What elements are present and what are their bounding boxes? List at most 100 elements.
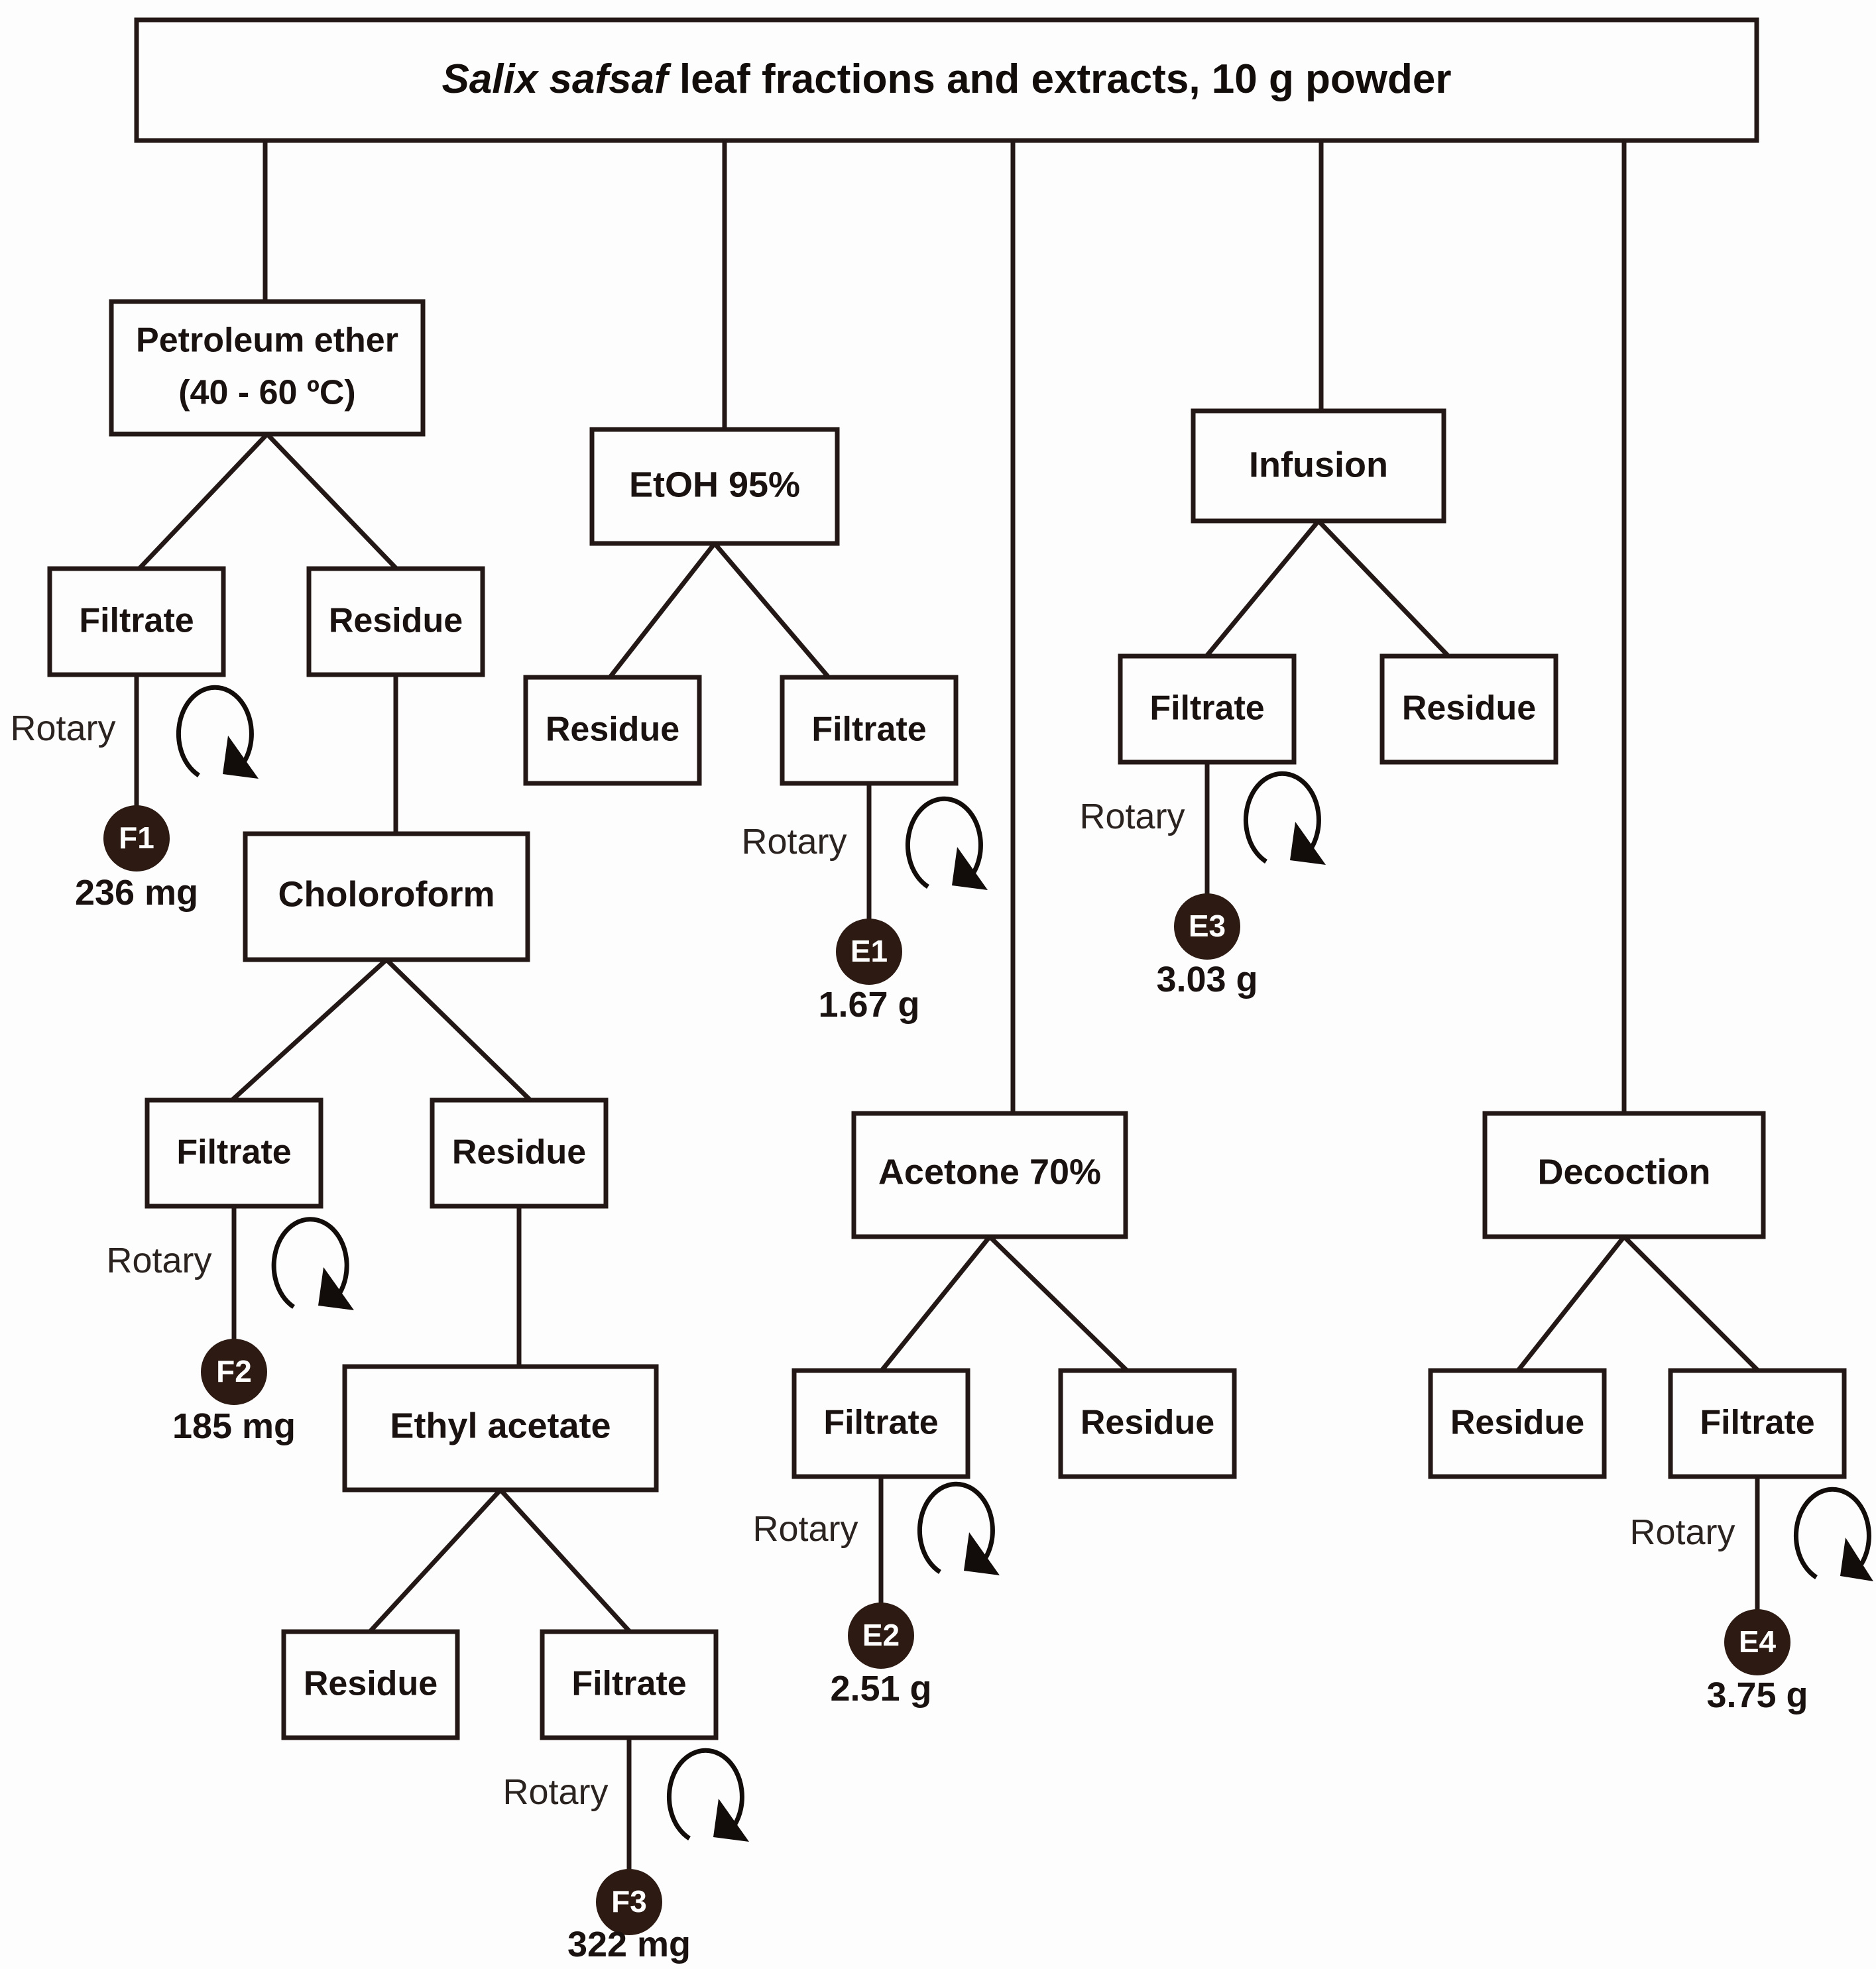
box-ethyl-acetate (342, 1364, 659, 1492)
rotary-label-e2: Rotary (752, 1509, 858, 1549)
box-decoction-residue (1428, 1368, 1607, 1479)
connector-choloroform-to-filtrate (230, 958, 388, 1102)
box-chl-residue-label: Residue (452, 1133, 586, 1172)
node-circle-f3 (596, 1869, 662, 1935)
box-ea-residue (281, 1629, 460, 1740)
rotary-arrowhead-f1 (223, 736, 259, 779)
title-species: Salix safsaf (441, 56, 672, 102)
box-acetone-filtrate-label: Filtrate (823, 1404, 938, 1442)
rotary-arc-f2 (271, 1217, 349, 1309)
box-chl-filtrate-label: Filtrate (176, 1133, 291, 1172)
box-decoction-label: Decoction (1537, 1152, 1710, 1192)
connector-petroleum-to-filtrate (137, 432, 269, 571)
rotary-label-e1: Rotary (741, 822, 847, 862)
connector-infusion-to-filtrate (1204, 519, 1320, 658)
rotary-arc-f1 (176, 685, 254, 777)
box-etoh (589, 427, 840, 546)
rotary-arc-e1 (905, 796, 983, 889)
product-f2: Rotary F2 185 mg (106, 1206, 354, 1446)
box-infusion-filtrate (1118, 653, 1297, 765)
connector-infusion-to-residue (1317, 519, 1450, 658)
box-etoh-residue (523, 675, 702, 786)
rotary-arrowhead-f2 (318, 1267, 354, 1310)
node-circle-e4 (1724, 1609, 1790, 1675)
node-circle-e1 (836, 919, 902, 985)
node-code-f3: F3 (611, 1884, 647, 1919)
rotary-arrowhead-e2 (964, 1532, 1000, 1575)
product-e4: Rotary E4 3.75 g (1629, 1477, 1873, 1715)
connector-petroleum-to-residue (265, 432, 398, 571)
connector-decoction-to-residue (1516, 1235, 1626, 1373)
connector-etoh-to-residue (608, 541, 717, 679)
rotary-arc-f3 (666, 1748, 744, 1840)
branch-acetone: Acetone 70% Filtrate Residue (791, 1111, 1237, 1479)
box-infusion-residue-label: Residue (1402, 689, 1536, 728)
rotary-arrowhead-e1 (952, 847, 988, 890)
box-pe-filtrate-label: Filtrate (79, 602, 194, 640)
box-petroleum-ether-label-line1: Petroleum ether (136, 321, 398, 360)
box-pe-residue (306, 566, 485, 677)
node-code-e2: E2 (862, 1618, 900, 1652)
node-code-e1: E1 (850, 934, 888, 968)
rotary-label-f2: Rotary (106, 1241, 211, 1280)
branch-etoh: EtOH 95% Residue Filtrate (523, 427, 959, 786)
node-circle-e2 (848, 1603, 914, 1669)
box-infusion-label: Infusion (1249, 445, 1388, 484)
node-code-e3: E3 (1189, 909, 1226, 943)
box-etoh-filtrate-label: Filtrate (811, 710, 926, 749)
branch-choloroform: Choloroform Filtrate Residue (145, 675, 609, 1209)
yield-f2: 185 mg (172, 1406, 296, 1446)
box-pe-filtrate (47, 566, 226, 677)
product-f1: Rotary F1 236 mg (10, 675, 259, 913)
connector-decoction-to-filtrate (1622, 1235, 1760, 1373)
node-circle-e3 (1174, 893, 1240, 960)
box-chl-residue (430, 1097, 609, 1209)
box-decoction-residue-label: Residue (1450, 1404, 1584, 1442)
yield-f1: 236 mg (75, 873, 198, 913)
product-e3: Rotary E3 3.03 g (1079, 762, 1326, 999)
product-e1: Rotary E1 1.67 g (741, 783, 988, 1025)
yield-e4: 3.75 g (1706, 1675, 1808, 1715)
yield-e3: 3.03 g (1156, 960, 1258, 999)
box-ea-filtrate-label: Filtrate (571, 1665, 686, 1703)
box-ea-residue-label: Residue (304, 1665, 438, 1703)
box-decoction-filtrate-label: Filtrate (1700, 1404, 1814, 1442)
box-infusion (1191, 408, 1446, 524)
box-acetone-label: Acetone 70% (878, 1152, 1101, 1192)
rotary-arrowhead-e4 (1840, 1538, 1873, 1581)
yield-e1: 1.67 g (818, 985, 919, 1025)
node-circle-f1 (103, 805, 170, 872)
yield-f3: 322 mg (567, 1925, 691, 1964)
connector-etoh-to-filtrate (713, 541, 831, 679)
branch-ethyl-acetate: Ethyl acetate Residue Filtrate (281, 1206, 719, 1740)
rotary-arrowhead-f3 (713, 1799, 749, 1842)
box-choloroform-label: Choloroform (278, 874, 495, 914)
box-etoh-filtrate (780, 675, 959, 786)
connector-acetone-to-filtrate (880, 1235, 992, 1373)
box-acetone (851, 1111, 1128, 1239)
box-ethyl-acetate-label: Ethyl acetate (390, 1406, 611, 1445)
title-box-rect (134, 17, 1759, 143)
box-etoh-label: EtOH 95% (629, 465, 800, 504)
product-f3: Rotary F3 322 mg (502, 1738, 749, 1964)
box-acetone-residue (1058, 1368, 1237, 1479)
rotary-arc-e2 (917, 1481, 995, 1574)
box-etoh-residue-label: Residue (546, 710, 679, 749)
rotary-label-e4: Rotary (1629, 1512, 1735, 1552)
rotary-arrowhead-e3 (1290, 822, 1326, 865)
box-infusion-filtrate-label: Filtrate (1149, 689, 1264, 728)
rotary-label-f3: Rotary (502, 1772, 608, 1812)
node-code-e4: E4 (1739, 1624, 1777, 1659)
branch-decoction: Decoction Residue Filtrate (1428, 1111, 1847, 1479)
node-code-f1: F1 (119, 820, 154, 855)
rotary-arc-e3 (1243, 771, 1321, 864)
product-e2: Rotary E2 2.51 g (752, 1477, 1000, 1709)
connector-ethylacetate-to-filtrate (498, 1488, 632, 1634)
node-code-f2: F2 (216, 1354, 252, 1388)
node-circle-f2 (201, 1339, 267, 1405)
top-connectors (263, 141, 1627, 1113)
connector-choloroform-to-residue (384, 958, 532, 1102)
title-box: Salix safsaf leaf fractions and extracts… (134, 17, 1759, 143)
box-infusion-residue (1379, 653, 1558, 765)
